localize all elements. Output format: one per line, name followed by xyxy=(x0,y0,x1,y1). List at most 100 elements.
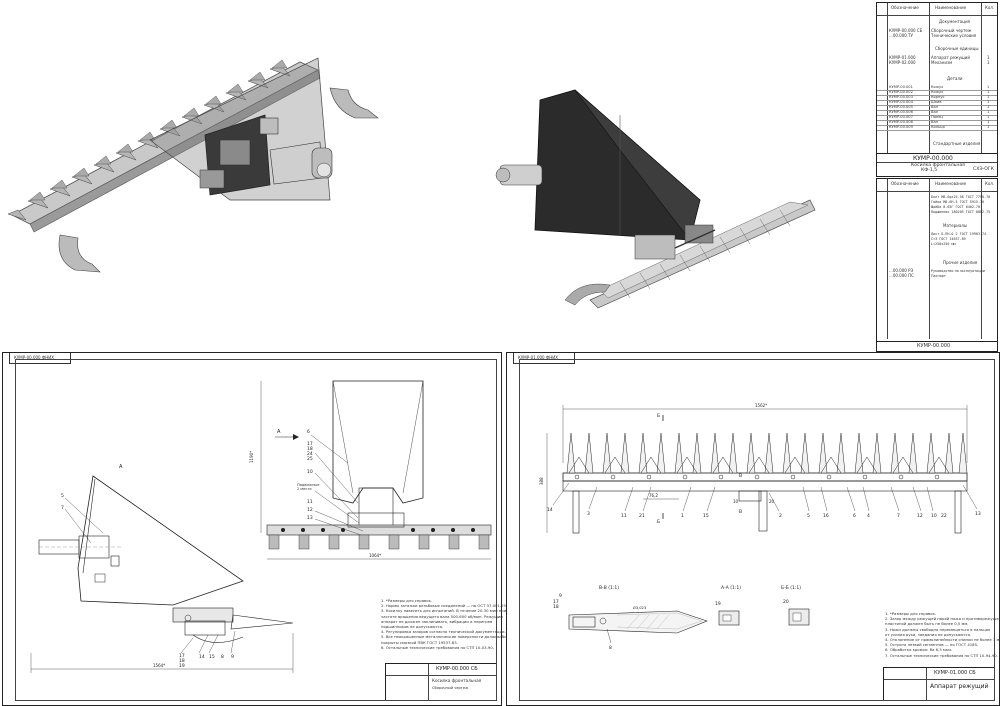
dim-pitch: 76,2 xyxy=(649,493,658,498)
callout-18: 18 xyxy=(179,658,185,664)
isometric-view-front-mower xyxy=(7,57,379,273)
spec-section-documentation: Документация xyxy=(939,19,970,24)
spec2-other-code-1: ...00.000 РЭ xyxy=(889,268,914,273)
section-aa-title: А-А (1:1) xyxy=(721,585,741,591)
cb-callout-13: 13 xyxy=(975,511,981,517)
callout-front-11: 11 xyxy=(307,499,313,505)
cb-callout-17: 17 xyxy=(553,599,559,605)
cb-callout-14: 14 xyxy=(547,507,553,513)
spec-unit-code-1: КУМР-01.000 xyxy=(889,55,916,60)
right-note-9: 7. Остальные технические требования по С… xyxy=(885,652,998,658)
left-title-code: КУМР-00.000 СБ xyxy=(436,666,478,672)
spec-title-model: КФ-1,5 xyxy=(921,168,938,173)
spec-unit-qty-1: 1 xyxy=(987,55,990,60)
section-mark-v-top: В xyxy=(739,473,742,479)
sheet-left-inner-frame xyxy=(15,359,497,701)
callout-7: 7 xyxy=(61,505,64,511)
dim-height: 388 xyxy=(539,477,544,485)
drawing-sheet-assembly: КУМР-00.000 ФНИХ 1564* А xyxy=(2,352,516,706)
cb-callout-6: 6 xyxy=(853,513,856,519)
left-note-3: 3. Косилку навесить для испытаний. В теч… xyxy=(381,608,507,614)
spec-unit-name-1: Аппарат режущий xyxy=(931,55,970,60)
spec2-material-1: Лист Б-ПН-О 2 ГОСТ 19903-74 xyxy=(931,232,987,236)
left-note-1: 1. *Размеры для справок. xyxy=(381,598,433,603)
front-view-annotation: Подвижные 2 места xyxy=(297,483,320,491)
callout-front-25: 25 xyxy=(307,456,313,462)
spec2-col-line-3 xyxy=(981,179,982,339)
cb-callout-3: 3 xyxy=(587,511,590,517)
spec-section-assembly: Сборочные единицы xyxy=(935,46,979,51)
right-title-divider xyxy=(884,679,994,680)
spec-section-parts: Детали xyxy=(947,76,963,81)
spec-header-designation: Обозначение xyxy=(891,5,919,10)
spec2-header-qty: Кол. xyxy=(985,181,995,186)
cb-callout-10: 10 xyxy=(931,513,937,519)
spec-doc-name-1: Сборочный чертеж xyxy=(931,28,972,33)
drawing-sheet-cutter-bar: КУМР-01.000 ФНИХ 1562* xyxy=(506,352,1000,706)
callout-9: 9 xyxy=(231,654,234,660)
dim-front-height: 1190* xyxy=(249,451,254,463)
cb-callout-19: 19 xyxy=(715,601,721,607)
spec-title-org: СХЭ-ОГК xyxy=(973,167,994,172)
callout-front-12: 12 xyxy=(307,507,313,513)
cb-callout-22: 22 xyxy=(941,513,947,519)
spec-doc-code-2: ...00.000 ТУ xyxy=(889,33,913,38)
cb-callout-21: 21 xyxy=(639,513,645,519)
cb-callout-20: 20 xyxy=(783,599,789,605)
spec-col-line-2 xyxy=(929,3,930,153)
cb-callout-5: 5 xyxy=(807,513,810,519)
spec-unit-qty-2: 1 xyxy=(987,60,990,65)
spec2-header-row: Обозначение Наименование Кол. xyxy=(877,179,997,192)
callout-17: 17 xyxy=(179,653,185,659)
right-note-8: 6. Обработка кромок: Ra 6,3 мкм. xyxy=(885,647,953,653)
section-bb-title: Б-Б (1:1) xyxy=(781,585,801,591)
spec2-section-materials: Материалы xyxy=(943,223,967,228)
right-note-5: от усилия руки, заедания не допускаются. xyxy=(885,631,972,637)
cb-callout-11: 11 xyxy=(621,513,627,519)
dim-small-1: 20 xyxy=(769,499,775,504)
side-view-drawing: 1564* А 5 7 17 18 19 14 15 8 9 xyxy=(30,380,492,673)
spec2-section-other: Прочие изделия xyxy=(943,260,978,265)
right-note-1: 1. *Размеры для справок. xyxy=(885,611,937,616)
spec2-other-name-1: Руководство по эксплуатации xyxy=(931,269,985,273)
left-note-6: подшипников не допускаются. xyxy=(381,624,444,630)
left-note-9: покрыты смазкой ПВК ГОСТ 19537-83. xyxy=(381,639,458,645)
spec2-other-code-2: ...00.000 ПС xyxy=(889,273,914,278)
cb-callout-15: 15 xyxy=(703,513,709,519)
section-vv-dim: Ø3,023 xyxy=(633,605,646,610)
specification-sheet-2: Обозначение Наименование Кол. Болт М8-6g… xyxy=(876,178,998,352)
sheet-right-stamp-text: КУМР-01.000 ФНИХ xyxy=(518,355,559,360)
spec2-col-line-1 xyxy=(887,179,888,339)
spec2-header-designation: Обозначение xyxy=(891,181,919,186)
dim-small-2: 10 xyxy=(733,499,739,504)
callout-front-13: 13 xyxy=(307,515,313,521)
callout-front-6: 6 xyxy=(307,429,310,435)
spec2-row-3: Шайба 8.65Г ГОСТ 6402-70 xyxy=(931,205,980,209)
sheet-right-stamp: КУМР-01.000 ФНИХ xyxy=(513,353,575,364)
spec2-header-name: Наименование xyxy=(935,181,967,186)
right-title-block: КУМР-01.000 СБ Аппарат режущий xyxy=(883,667,994,700)
left-title-sub: Сборочный чертеж xyxy=(432,686,469,690)
spec2-material-2: Ст3 ГОСТ 14637-89 xyxy=(931,237,966,241)
right-note-2: 2. Зазор между режущей парой ножа и прот… xyxy=(885,616,1000,622)
spec2-other-name-2: Паспорт xyxy=(931,274,946,278)
left-note-10: 6. Остальные технические требования по С… xyxy=(381,644,494,650)
callout-front-18: 18 xyxy=(307,446,313,452)
callout-19: 19 xyxy=(179,663,185,669)
cb-callout-16: 16 xyxy=(823,513,829,519)
right-title-name: Аппарат режущий xyxy=(930,683,989,690)
view-arrow-label: А xyxy=(277,429,281,435)
cb-callout-8: 8 xyxy=(609,645,612,651)
spec2-row-2: Гайка М8-6Н.5 ГОСТ 5915-70 xyxy=(931,200,985,204)
spec-unit-code-2: КУМР-02.000 xyxy=(889,60,916,65)
dim-bottom-length: 1564* xyxy=(153,663,165,668)
section-vv-title: В-В (1:1) xyxy=(599,585,619,591)
spec-title-block: КУМР-00.000 Косилка фронтальная КФ-1,5 С… xyxy=(877,153,997,177)
